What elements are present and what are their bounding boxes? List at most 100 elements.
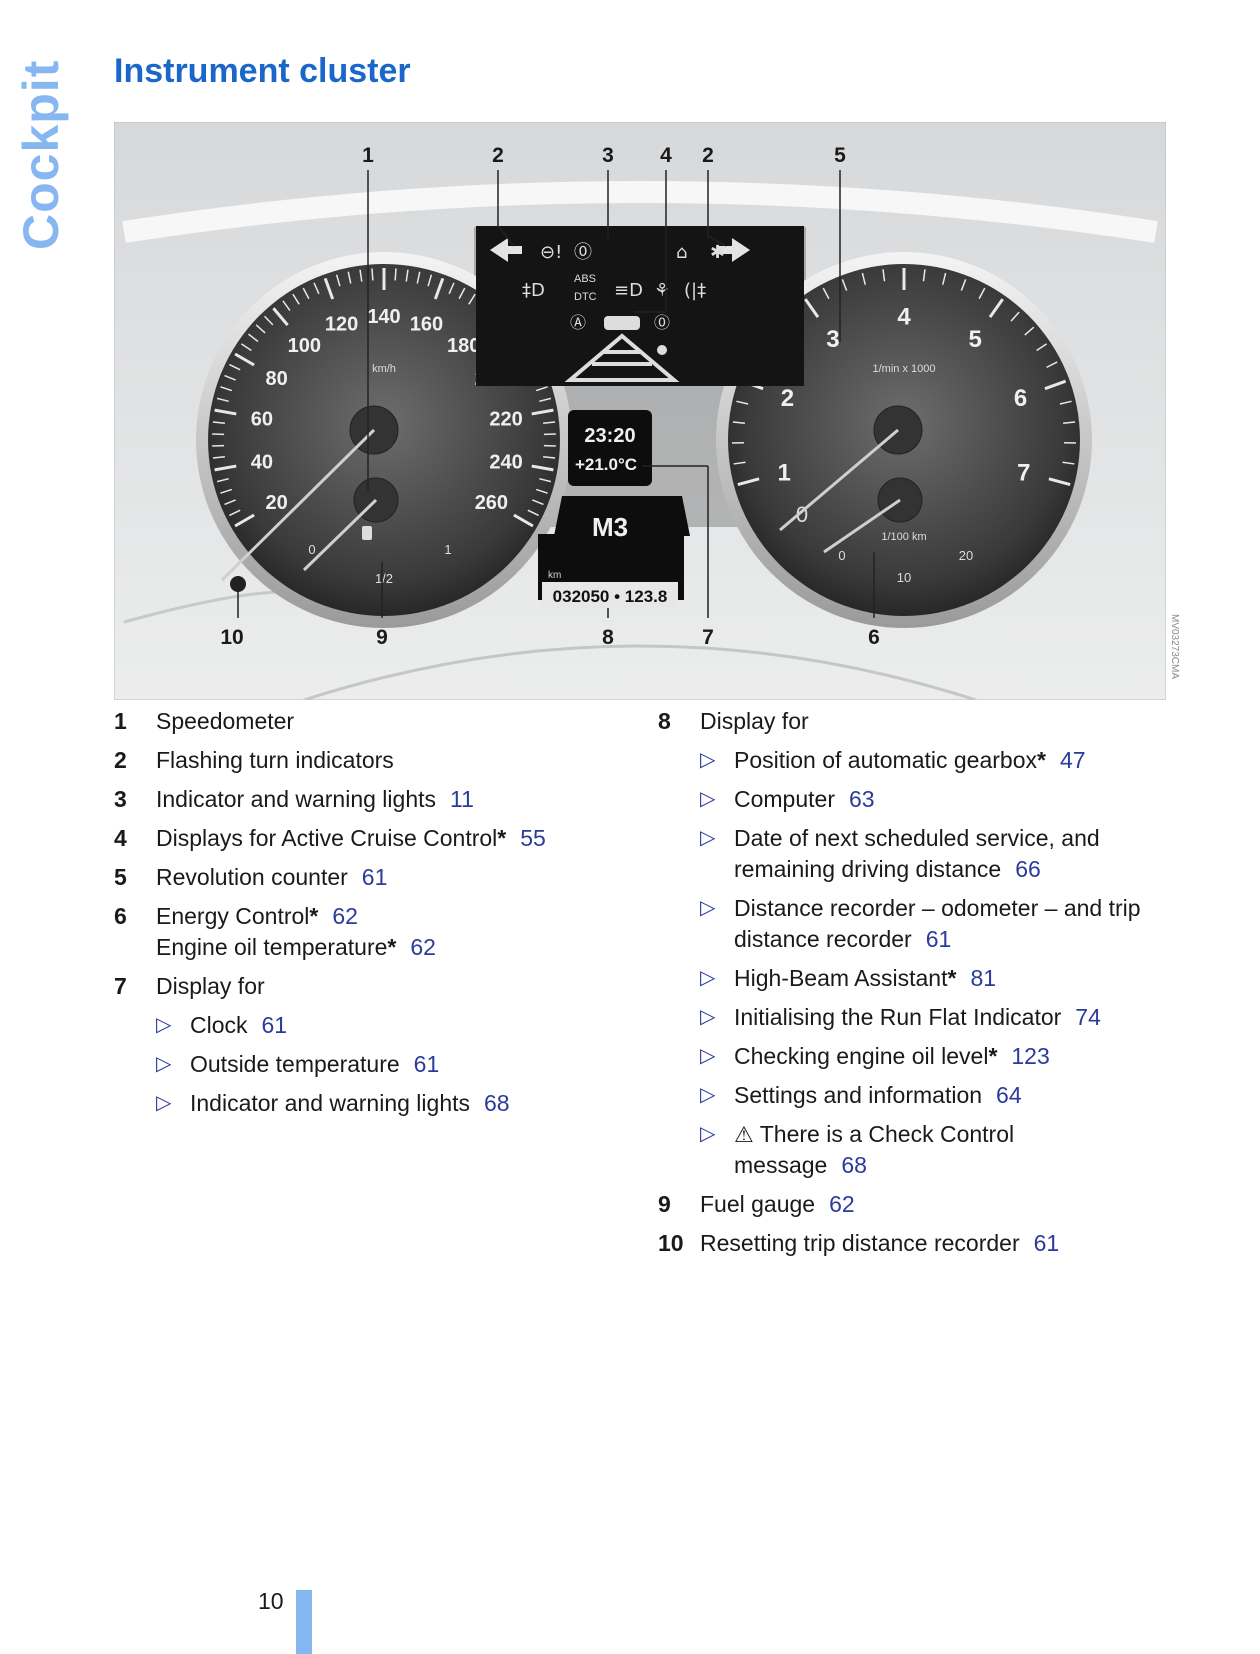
- fog-light-icon: ‡D: [522, 280, 545, 301]
- speedometer-minor-tick: [220, 386, 233, 392]
- tachometer-minor-tick: [732, 421, 745, 425]
- tachometer-minor-tick: [736, 400, 749, 405]
- legend-item-7-sub-1-page-ref: 61: [261, 1012, 288, 1038]
- acc-warning-icon: ⓪: [654, 313, 670, 332]
- speedometer-minor-tick: [527, 509, 539, 517]
- legend-item-5-page-ref: 61: [361, 864, 388, 890]
- legend-item-7-text: Display for: [156, 973, 265, 999]
- acc-icon: Ⓐ: [570, 313, 586, 332]
- legend-item-4-page-ref: 55: [520, 825, 546, 851]
- speedometer-tick-label: 180: [447, 335, 480, 357]
- tachometer-tick-label: 3: [826, 326, 839, 353]
- brake-warning-icon: ⊖!: [540, 242, 562, 263]
- tachometer-tick-label: 7: [1017, 459, 1030, 486]
- odometer-display: 032050 • 123.8: [553, 587, 668, 606]
- legend-item-7-line: Display for: [156, 971, 634, 1002]
- legend-item-9-page-ref: 62: [829, 1191, 855, 1217]
- legend-item-8-sub-4: ▷Distance recorder – odometer – and trip…: [700, 893, 1178, 955]
- turn-right-arrow-icon: [718, 238, 750, 262]
- legend-item-8-sub-2-text: Computer: [734, 786, 835, 812]
- gear-display: M3: [592, 512, 628, 542]
- speedometer-minor-tick: [416, 271, 421, 284]
- legend-item-8-sub-7-text: Checking engine oil level: [734, 1043, 989, 1069]
- fuel-empty-label: 0: [308, 542, 315, 557]
- odometer-unit: km: [548, 570, 561, 581]
- turn-left-arrow-icon: [490, 238, 522, 262]
- speedometer-minor-tick: [313, 282, 320, 295]
- legend-item-7-sub-2-page-ref: 61: [413, 1051, 440, 1077]
- speedometer-minor-tick: [468, 293, 476, 305]
- speedometer-tick-label: 80: [265, 368, 287, 390]
- legend-item-8-line: Display for: [700, 706, 1178, 737]
- speedometer-minor-tick: [224, 499, 236, 506]
- legend-item-2-line: Flashing turn indicators: [156, 745, 634, 776]
- legend-item-5-line: Revolution counter 61: [156, 862, 634, 893]
- speedometer-major-tick: [323, 277, 335, 300]
- tachometer-major-tick: [737, 477, 760, 486]
- legend-item-8-sub-7-page-ref: 123: [1011, 1043, 1050, 1069]
- speedometer-minor-tick: [371, 268, 374, 281]
- legend-item-6-line: Energy Control*62: [156, 901, 634, 932]
- tachometer-minor-tick: [841, 279, 848, 291]
- legend-item-1-text: Speedometer: [156, 708, 295, 734]
- speedometer-minor-tick: [216, 477, 229, 483]
- legend-item-5-text: Revolution counter: [156, 864, 348, 890]
- high-beam-icon: ≡D: [614, 280, 643, 301]
- tachometer-minor-tick: [960, 279, 967, 291]
- legend-item-2-number: 2: [114, 747, 127, 773]
- legend-item-9-number: 9: [658, 1191, 671, 1217]
- page-number: 10: [258, 1588, 284, 1614]
- legend-item-8-sub-5-text: High-Beam Assistant: [734, 965, 948, 991]
- parking-brake-icon: ⓪: [574, 242, 592, 263]
- legend-item-6-second-star: *: [387, 934, 397, 960]
- legend-item-8-sub-1-bullet-icon: ▷: [700, 749, 716, 771]
- speedometer-major-tick: [531, 464, 554, 472]
- legend-item-8-sub-5-star: *: [947, 965, 957, 991]
- tachometer-major-tick: [804, 298, 820, 318]
- legend-item-6-second-page-ref: 62: [410, 934, 436, 960]
- fuel-full-label: 1: [444, 542, 451, 557]
- legend-item-8-sub-4-second-page-ref: 61: [925, 926, 952, 952]
- speedometer-minor-tick: [229, 363, 241, 371]
- figure-code: MV03273CMA: [1168, 614, 1182, 704]
- speedometer-tick-label: 40: [251, 452, 273, 474]
- abs-label: ABS: [574, 273, 596, 285]
- speedometer-tick-label: 220: [489, 408, 522, 430]
- econ-tick-0: 0: [838, 548, 845, 563]
- legend-item-8-sub-9-bullet-icon: ▷: [700, 1123, 716, 1145]
- legend-item-8-sub-8-text: Settings and information: [734, 1082, 983, 1108]
- tachometer-tick-label: 4: [897, 303, 911, 330]
- speedometer-major-tick: [272, 307, 289, 327]
- callout-10: 10: [220, 626, 243, 649]
- legend-item-8-sub-6-bullet-icon: ▷: [700, 1006, 716, 1028]
- legend-item-8-sub-6-text: Initialising the Run Flat Indicator: [734, 1004, 1062, 1030]
- legend-item-3-number: 3: [114, 786, 127, 812]
- speedometer-minor-tick: [539, 477, 552, 483]
- tachometer-major-tick: [988, 298, 1004, 318]
- legend-item-7-sub-3-page-ref: 68: [484, 1090, 510, 1116]
- speedometer-minor-tick: [229, 509, 241, 517]
- legend-item-4-text: Displays for Active Cruise Control: [156, 825, 498, 851]
- side-tab-label: Cockpit: [13, 59, 69, 250]
- tachometer-minor-tick: [1036, 343, 1048, 352]
- legend-item-2-text: Flashing turn indicators: [156, 747, 394, 773]
- legend-item-8-sub-1-line: Position of automatic gearbox*47: [734, 745, 1178, 776]
- speedometer-minor-tick: [216, 397, 229, 403]
- legend-item-6-page-ref: 62: [332, 903, 358, 929]
- legend-item-8-sub-1: ▷ Position of automatic gearbox*47: [700, 745, 1178, 776]
- callout-7: 7: [702, 626, 714, 649]
- rear-fog-icon: (|‡: [684, 280, 706, 301]
- legend-item-2: 2 Flashing turn indicators: [114, 745, 634, 776]
- speedometer-minor-tick: [448, 282, 455, 295]
- speedometer-major-tick: [234, 352, 255, 367]
